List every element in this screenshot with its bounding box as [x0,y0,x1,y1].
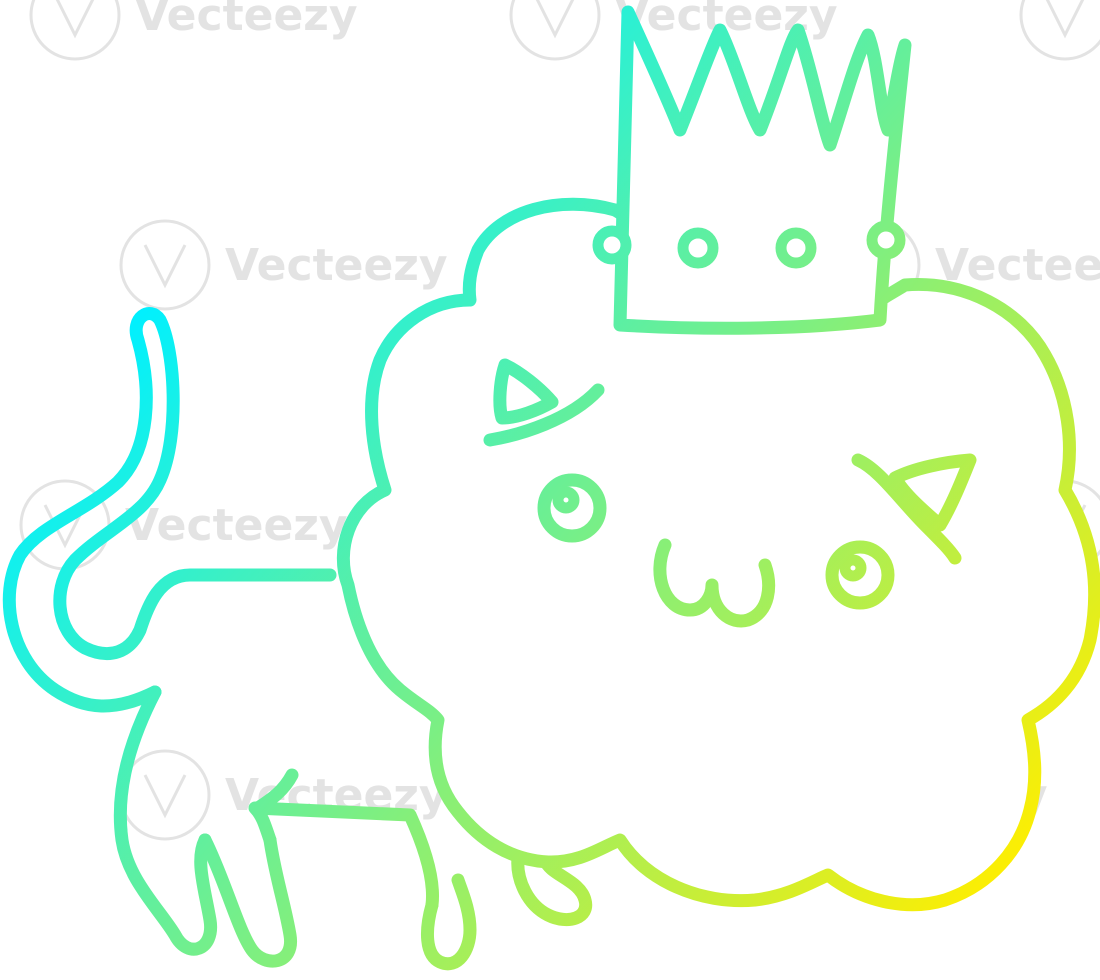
lion-front-leg-2 [511,851,593,927]
watermark-text: Vecteezy [935,240,1100,291]
crown-jewel-right [866,220,906,260]
lion-right-ear [888,453,977,532]
lion-left-eye-pupil [552,486,580,514]
vecteezy-v-logo-icon [1019,0,1100,61]
watermark-v-mark [43,504,87,549]
crown-jewel-center-left [677,227,719,269]
lion-tail [2,307,337,713]
watermark-v-mark [535,0,575,39]
vecteezy-v-logo-icon [119,219,211,311]
lion-front-leg-1 [421,873,477,971]
watermark-text: Vecteezy [225,240,448,291]
lion-belly [248,801,440,912]
vecteezy-v-logo-icon [119,749,211,841]
lion-right-ear-line [851,453,962,565]
lion-body-back [113,685,218,956]
crown-jewel-center-right [775,227,817,269]
watermark-v-mark [1045,0,1085,39]
watermark-text: Vecteezy [125,500,348,551]
lion-left-ear [493,358,559,425]
watermark-v-mark [55,0,95,39]
vecteezy-v-logo-icon [29,0,121,61]
lion-mouth [653,538,776,628]
watermark-v-mark [143,774,187,819]
watermark-item: Vecteezy [29,0,358,61]
watermark-text: Vecteezy [135,0,358,41]
lion-back-leg-2 [198,833,297,968]
lion-left-ear-line [483,383,605,447]
crown-jewel-left [592,225,632,265]
watermark-v-mark [143,244,187,289]
watermark-item: Vecteezy [19,479,348,571]
lion-right-eye-pupil [839,554,867,582]
lion-haunch [251,768,299,815]
vecteezy-v-logo-icon [509,0,601,61]
watermark-item: Vecteezy [1019,0,1100,61]
crown-icon [613,5,912,335]
watermark-item: Vecteezy [119,219,448,311]
